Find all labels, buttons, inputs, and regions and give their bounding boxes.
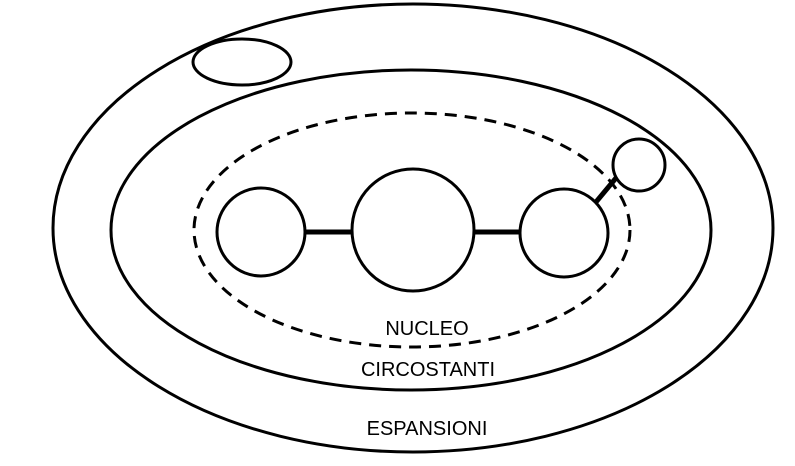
small-outer-node-circle	[611, 137, 667, 193]
small-boundary-ellipse	[191, 37, 293, 87]
core-label: NUCLEO	[385, 318, 468, 340]
core-zone-dashed-ellipse	[192, 111, 632, 349]
center-node-circle	[350, 167, 476, 293]
link-right-small	[594, 176, 618, 204]
surroundings-label: CIRCOSTANTI	[361, 359, 495, 381]
expansions-zone-ellipse	[51, 2, 775, 454]
right-node-circle	[518, 187, 610, 279]
left-node-circle	[215, 186, 307, 278]
expansions-label: ESPANSIONI	[367, 418, 488, 440]
surroundings-zone-ellipse	[109, 68, 713, 392]
